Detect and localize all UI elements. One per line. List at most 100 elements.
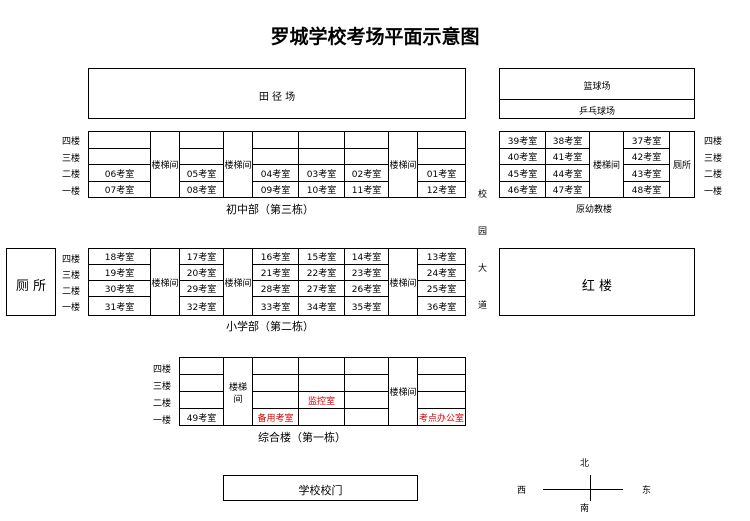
- stairwell: 楼梯 间: [223, 357, 253, 426]
- stairwell-label: 间: [233, 395, 243, 405]
- exam-room-27: 27考室: [298, 280, 345, 297]
- room-empty: [298, 131, 345, 149]
- exam-room-21: 21考室: [252, 264, 299, 281]
- exam-room-20: 20考室: [179, 264, 224, 281]
- floor-label: 三楼: [62, 154, 81, 164]
- exam-room-17: 17考室: [179, 248, 224, 265]
- stairwell: 楼梯间: [388, 131, 418, 198]
- middle-school-caption: 初中部（第三栋）: [226, 203, 314, 216]
- exam-room-46: 46考室: [499, 181, 546, 198]
- exam-room-01: 01考室: [417, 164, 466, 182]
- stairwell: 楼梯间: [388, 248, 418, 316]
- floor-label: 四楼: [62, 137, 81, 147]
- floor-label: 四楼: [153, 365, 172, 375]
- basketball-court: 篮球场: [499, 68, 695, 100]
- compass-south: 南: [580, 504, 590, 514]
- floor-label: 三楼: [153, 382, 172, 392]
- kindergarten-caption: 原幼教楼: [576, 205, 613, 215]
- floor-label: 二楼: [153, 399, 172, 409]
- exam-room-47: 47考室: [545, 181, 590, 198]
- exam-room-16: 16考室: [252, 248, 299, 265]
- track-field: 田 径 场: [88, 68, 466, 119]
- red-building: 红 楼: [499, 248, 695, 316]
- primary-school-caption: 小学部（第二栋）: [226, 320, 314, 333]
- compass-west: 西: [517, 486, 527, 496]
- exam-room-40: 40考室: [499, 148, 546, 165]
- exam-room-03: 03考室: [298, 164, 345, 182]
- exam-room-22: 22考室: [298, 264, 345, 281]
- exam-room-43: 43考室: [623, 164, 670, 182]
- spare-exam-room: 备用考室: [252, 408, 299, 426]
- exam-room-07: 07考室: [88, 181, 151, 198]
- basketball-label: 篮球场: [583, 82, 611, 92]
- room-empty: [417, 148, 466, 165]
- exam-room-13: 13考室: [417, 248, 466, 265]
- room-empty: [179, 391, 224, 409]
- exam-room-10: 10考室: [298, 181, 345, 198]
- room-empty: [252, 131, 299, 149]
- pingpong-label: 乒乓球场: [578, 107, 615, 117]
- compass-vertical-line: [590, 475, 591, 501]
- exam-room-32: 32考室: [179, 296, 224, 316]
- compass-east: 东: [642, 486, 652, 496]
- room-empty: [179, 131, 224, 149]
- stairwell: 楼梯间: [223, 248, 253, 316]
- exam-room-04: 04考室: [252, 164, 299, 182]
- floor-label: 四楼: [704, 137, 723, 147]
- red-building-label: 红 楼: [581, 279, 613, 294]
- room-empty: [298, 408, 345, 426]
- exam-room-39: 39考室: [499, 131, 546, 149]
- floor-label: 二楼: [62, 287, 81, 297]
- compass-north: 北: [580, 459, 590, 469]
- exam-room-11: 11考室: [344, 181, 389, 198]
- exam-room-19: 19考室: [88, 264, 151, 281]
- stairwell: 楼梯间: [388, 357, 418, 426]
- room-empty: [344, 408, 389, 426]
- room-empty: [88, 148, 151, 165]
- restroom: 厕所: [669, 131, 695, 198]
- floor-label: 三楼: [704, 154, 723, 164]
- exam-room-41: 41考室: [545, 148, 590, 165]
- exam-room-14: 14考室: [344, 248, 389, 265]
- exam-room-08: 08考室: [179, 181, 224, 198]
- exam-office: 考点办公室: [417, 408, 466, 426]
- exam-room-42: 42考室: [623, 148, 670, 165]
- exam-room-29: 29考室: [179, 280, 224, 297]
- exam-room-06: 06考室: [88, 164, 151, 182]
- room-empty: [298, 374, 345, 392]
- restroom-west-label: 厕 所: [15, 279, 47, 294]
- monitor-room: 监控室: [298, 391, 345, 409]
- exam-room-18: 18考室: [88, 248, 151, 265]
- exam-room-25: 25考室: [417, 280, 466, 297]
- pingpong-court: 乒乓球场: [499, 99, 695, 119]
- exam-room-09: 09考室: [252, 181, 299, 198]
- track-field-label: 田 径 场: [258, 92, 296, 103]
- school-gate-label: 学校校门: [298, 484, 343, 497]
- room-empty: [344, 148, 389, 165]
- floor-label: 三楼: [62, 271, 81, 281]
- room-empty: [252, 374, 299, 392]
- exam-room-30: 30考室: [88, 280, 151, 297]
- exam-room-15: 15考室: [298, 248, 345, 265]
- exam-room-23: 23考室: [344, 264, 389, 281]
- room-empty: [344, 131, 389, 149]
- exam-room-33: 33考室: [252, 296, 299, 316]
- floor-label: 一楼: [704, 187, 723, 197]
- campus-road-char: 大: [478, 264, 488, 274]
- room-empty: [417, 131, 466, 149]
- room-empty: [298, 148, 345, 165]
- exam-room-26: 26考室: [344, 280, 389, 297]
- stairwell: 楼梯间: [223, 131, 253, 198]
- exam-room-02: 02考室: [344, 164, 389, 182]
- room-empty: [179, 374, 224, 392]
- room-empty: [252, 357, 299, 375]
- exam-room-28: 28考室: [252, 280, 299, 297]
- floor-label: 二楼: [62, 170, 81, 180]
- room-empty: [344, 357, 389, 375]
- room-empty: [252, 148, 299, 165]
- room-empty: [179, 357, 224, 375]
- page-title: 罗城学校考场平面示意图: [270, 26, 480, 48]
- room-empty: [252, 391, 299, 409]
- stairwell-label: 楼梯: [228, 383, 247, 393]
- campus-road-char: 道: [478, 301, 488, 311]
